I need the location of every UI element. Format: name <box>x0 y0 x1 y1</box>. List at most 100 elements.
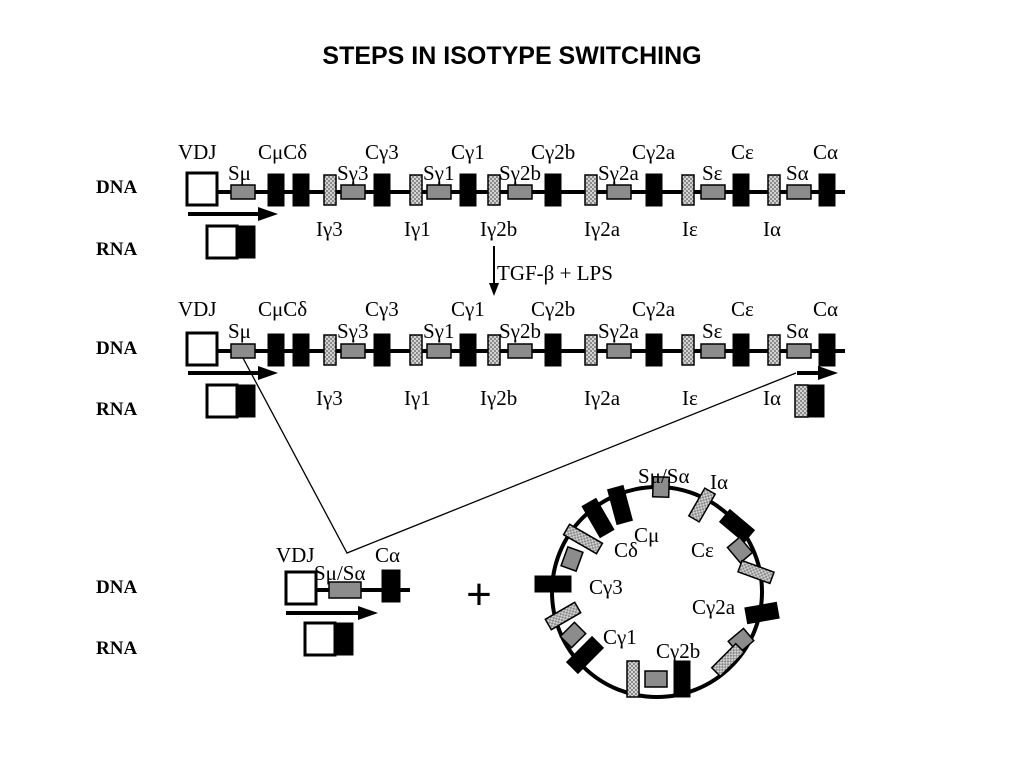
igamma2b-label: Iγ2b <box>480 386 517 410</box>
sepsilon-label: Sε <box>702 319 723 343</box>
dna-label-3: DNA <box>96 577 137 598</box>
diagram-title: STEPS IN ISOTYPE SWITCHING <box>322 42 701 70</box>
rna-label-2: RNA <box>96 399 137 420</box>
cgamma1-exon <box>565 635 605 675</box>
salpha-label: Sα <box>786 319 809 343</box>
cepsilon-label: Cε <box>731 297 754 321</box>
rna-calpha-block <box>807 384 825 418</box>
cgamma2a-exon <box>744 601 780 625</box>
sgamma3-label: Sγ3 <box>337 161 368 185</box>
cepsilon-label: Cε <box>691 538 714 562</box>
sgamma2a-region <box>606 184 632 200</box>
excision-circle: Sμ/Sα Iα Cμ Cδ Cε Cγ3 Cγ2a Cγ1 Cγ2b <box>534 464 780 699</box>
cmu-exon <box>267 173 285 207</box>
igamma3-exon <box>323 174 337 206</box>
arrowhead-icon <box>258 366 278 380</box>
cepsilon-exon <box>732 333 750 367</box>
igamma1-exon <box>409 334 423 366</box>
rna-ialpha-block <box>794 384 809 418</box>
ialpha-exon <box>767 334 781 366</box>
rna-cmu-block <box>236 384 256 418</box>
smu-region <box>230 184 256 200</box>
rna-vdj-block <box>205 224 239 260</box>
cdelta-exon <box>292 173 310 207</box>
rna-vdj-block <box>303 621 337 657</box>
sgamma3-label: Sγ3 <box>337 319 368 343</box>
cmu-exon <box>607 484 633 526</box>
cgamma3-exon <box>373 333 391 367</box>
vdj-label: VDJ <box>178 140 217 164</box>
recombination-lines <box>242 357 797 554</box>
cgamma3-exon <box>373 173 391 207</box>
cgamma3-label: Cγ3 <box>589 575 623 599</box>
sgamma3-region <box>560 545 584 573</box>
rna-label-3: RNA <box>96 638 137 659</box>
cgamma2b-label: Cγ2b <box>531 297 575 321</box>
igamma2b-label: Iγ2b <box>480 217 517 241</box>
igamma3-label: Iγ3 <box>316 386 343 410</box>
iepsilon-exon <box>681 174 695 206</box>
dna-label-2: DNA <box>96 338 137 359</box>
cgamma2b-exon <box>544 173 562 207</box>
sgamma2a-label: Sγ2a <box>598 319 639 343</box>
igamma2b-exon <box>626 660 640 698</box>
sgamma2b-label: Sγ2b <box>499 319 541 343</box>
ialpha-label: Iα <box>763 386 781 410</box>
sgamma1-region <box>426 184 452 200</box>
sgamma3-region <box>340 184 366 200</box>
cgamma2a-label: Cγ2a <box>632 297 676 321</box>
cmu-exon <box>267 333 285 367</box>
cepsilon-label: Cε <box>731 140 754 164</box>
rna-label-1: RNA <box>96 239 137 260</box>
rna-cmu-block <box>236 225 256 259</box>
cgamma2a-label: Cγ2a <box>692 595 736 619</box>
germline-locus-2: VDJ CμCδ Cγ3 Cγ1 Cγ2b Cγ2a Cε Cα Sμ Sγ3 … <box>178 297 845 419</box>
salpha-region <box>786 343 812 359</box>
igamma2a-label: Iγ2a <box>584 386 621 410</box>
smu-salpha-region <box>651 475 671 499</box>
cgamma1-exon <box>459 173 477 207</box>
cgamma1-exon <box>459 333 477 367</box>
dna-label-1: DNA <box>96 177 137 198</box>
igamma1-label: Iγ1 <box>404 386 431 410</box>
rna-calpha-block <box>334 622 354 656</box>
calpha-exon <box>818 333 836 367</box>
sgamma1-label: Sγ1 <box>423 161 454 185</box>
igamma3-exon <box>323 334 337 366</box>
igamma2a-exon <box>710 642 746 678</box>
igamma2b-exon <box>487 334 501 366</box>
smu-label: Sμ <box>228 161 251 185</box>
calpha-label: Cα <box>813 297 838 321</box>
down-arrow-icon <box>489 283 499 296</box>
sgamma2a-label: Sγ2a <box>598 161 639 185</box>
vdj-label: VDJ <box>178 297 217 321</box>
smu-salpha-region <box>328 581 362 599</box>
iepsilon-exon <box>681 334 695 366</box>
cepsilon-exon <box>718 508 756 544</box>
cgamma1-label: Cγ1 <box>451 140 485 164</box>
sepsilon-region <box>700 184 726 200</box>
sgamma3-region <box>340 343 366 359</box>
rna-vdj-block <box>205 383 239 419</box>
calpha-label: Cα <box>375 543 400 567</box>
smu-salpha-label: Sμ/Sα <box>638 464 689 488</box>
sepsilon-region <box>700 343 726 359</box>
sgamma1-label: Sγ1 <box>423 319 454 343</box>
cdelta-exon <box>581 497 615 539</box>
iepsilon-label: Iε <box>682 386 698 410</box>
cgamma2a-exon <box>645 173 663 207</box>
vdj-label: VDJ <box>276 543 315 567</box>
igamma3-exon <box>562 523 604 555</box>
igamma2b-exon <box>487 174 501 206</box>
ialpha-exon <box>687 487 717 523</box>
plus-sign: + <box>466 570 492 619</box>
switched-locus: VDJ Cα Sμ/Sα <box>276 543 410 657</box>
vdj-segment <box>284 570 318 606</box>
calpha-label: Cα <box>813 140 838 164</box>
igamma2a-exon <box>584 334 598 366</box>
vdj-segment <box>185 331 219 367</box>
sgamma1-region <box>426 343 452 359</box>
germline-locus-1: VDJ CμCδ Cγ3 Cγ1 Cγ2b Cγ2a Cε Cα Sμ Sγ3 … <box>178 140 845 260</box>
igamma2a-exon <box>584 174 598 206</box>
